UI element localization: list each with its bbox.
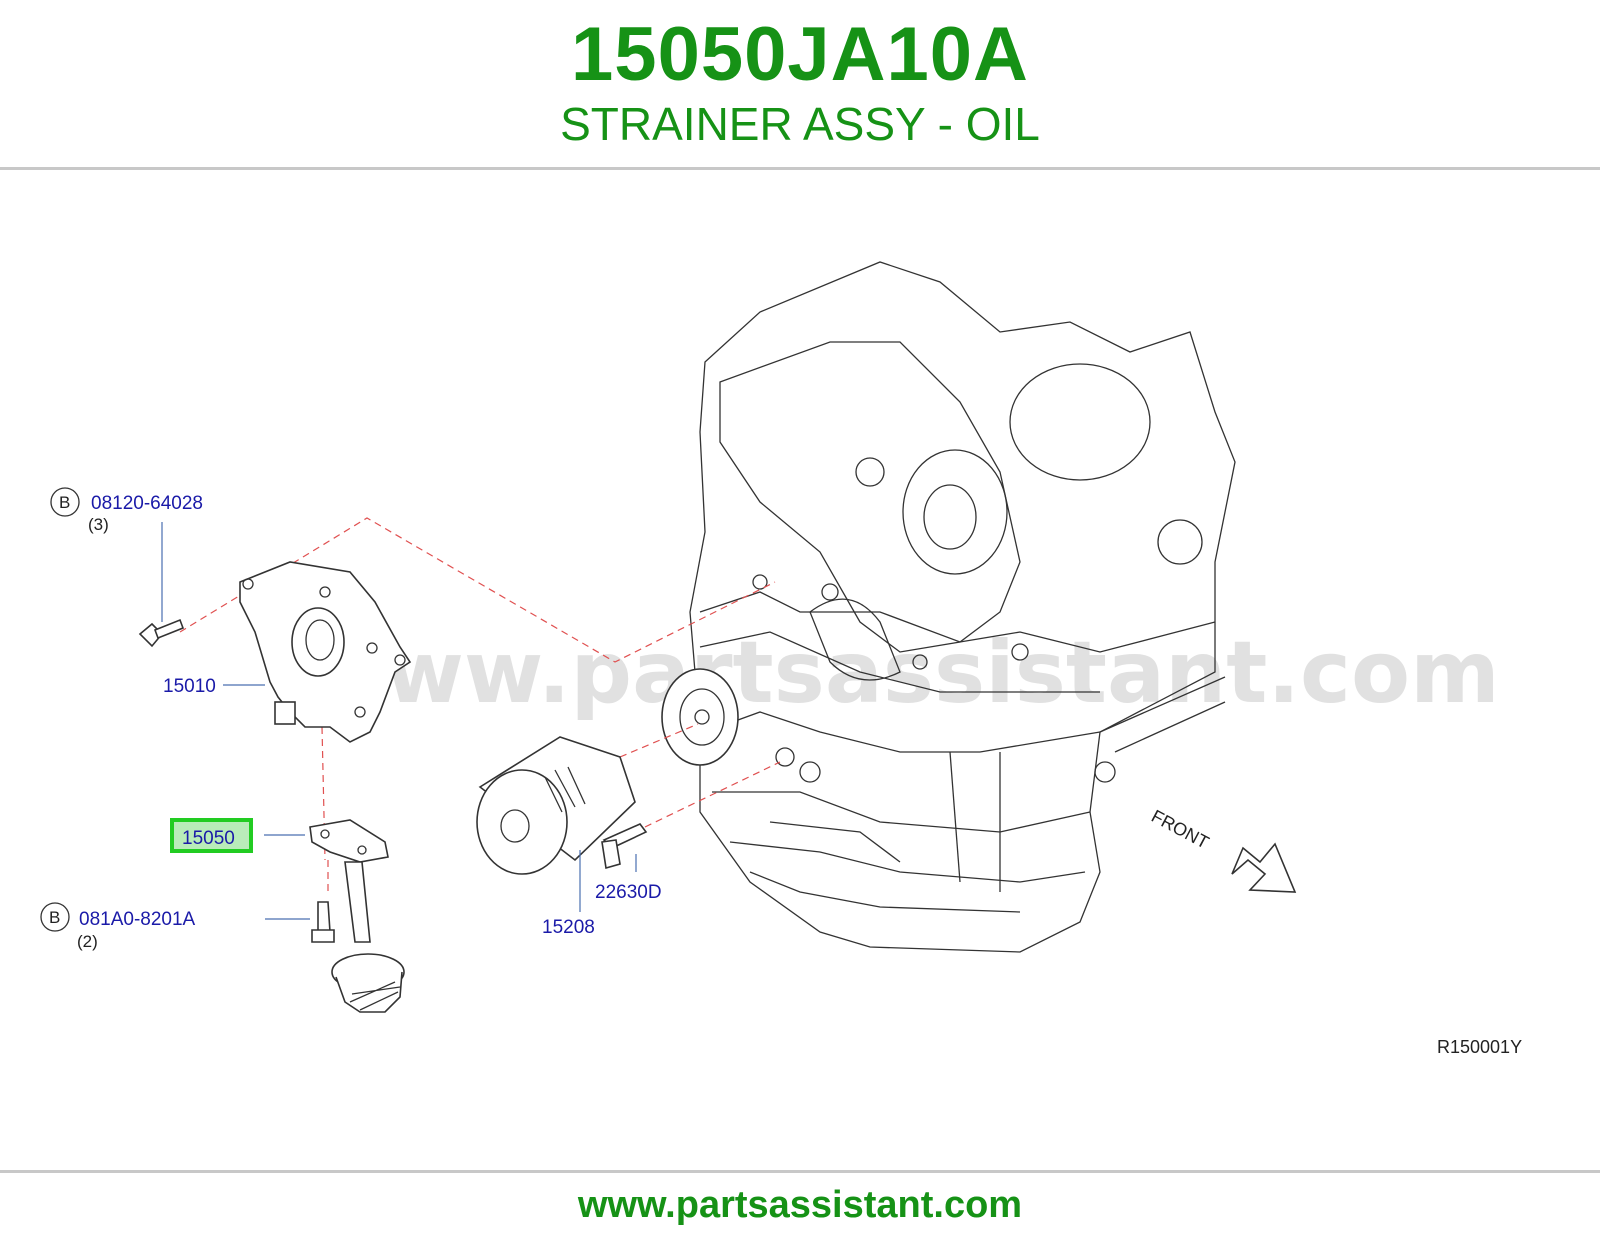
- part-label-081A0-8201A[interactable]: 081A0-8201A: [79, 909, 196, 930]
- front-label: FRONT: [1148, 806, 1212, 853]
- front-arrow-icon: [1231, 842, 1297, 893]
- part-label-22630D[interactable]: 22630D: [595, 882, 662, 903]
- bolt-marker-letter: B: [49, 908, 60, 927]
- part-number-title: 15050JA10A: [571, 12, 1029, 97]
- bolt-top-drawing: [138, 618, 185, 648]
- oil-pump-drawing: [239, 561, 412, 743]
- callout-strainer-highlighted[interactable]: 15050: [170, 818, 253, 853]
- oil-strainer-drawing: [309, 819, 405, 1013]
- part-label-15050[interactable]: 15050: [182, 828, 235, 849]
- part-label-15208[interactable]: 15208: [542, 917, 595, 938]
- page-header: 15050JA10A STRAINER ASSY - OIL: [0, 0, 1600, 168]
- engine-block-drawing: [661, 261, 1236, 953]
- quantity-label: (3): [88, 515, 109, 534]
- oil-filter-drawing: [476, 736, 636, 875]
- bolt-marker-letter: B: [59, 493, 70, 512]
- part-label-15010[interactable]: 15010: [163, 676, 216, 697]
- diagram-reference-code: R150001Y: [1437, 1037, 1522, 1057]
- bolt-bottom-drawing: [311, 901, 335, 943]
- front-direction-indicator: FRONT: [1148, 806, 1297, 893]
- callout-bolt-bottom[interactable]: B 081A0-8201A (2): [40, 902, 196, 951]
- part-name-subtitle: STRAINER ASSY - OIL: [560, 98, 1040, 150]
- footer-divider: [0, 1170, 1600, 1173]
- quantity-label: (2): [77, 932, 98, 951]
- callout-bolt-top[interactable]: B 08120-64028 (3): [50, 487, 203, 534]
- part-label-08120-64028[interactable]: 08120-64028: [91, 493, 203, 514]
- highlight-box: [170, 818, 253, 853]
- leader-lines: [161, 522, 637, 920]
- watermark-text: www.partsassistant.com: [305, 623, 1500, 723]
- oil-pressure-sensor-drawing: [601, 823, 648, 870]
- footer-site-link[interactable]: www.partsassistant.com: [577, 1184, 1023, 1226]
- bolt-marker-circle: [50, 487, 80, 517]
- bolt-marker-circle: [40, 902, 70, 932]
- parts-diagram: www.partsassistant.com: [40, 261, 1522, 1057]
- header-divider: [0, 167, 1600, 170]
